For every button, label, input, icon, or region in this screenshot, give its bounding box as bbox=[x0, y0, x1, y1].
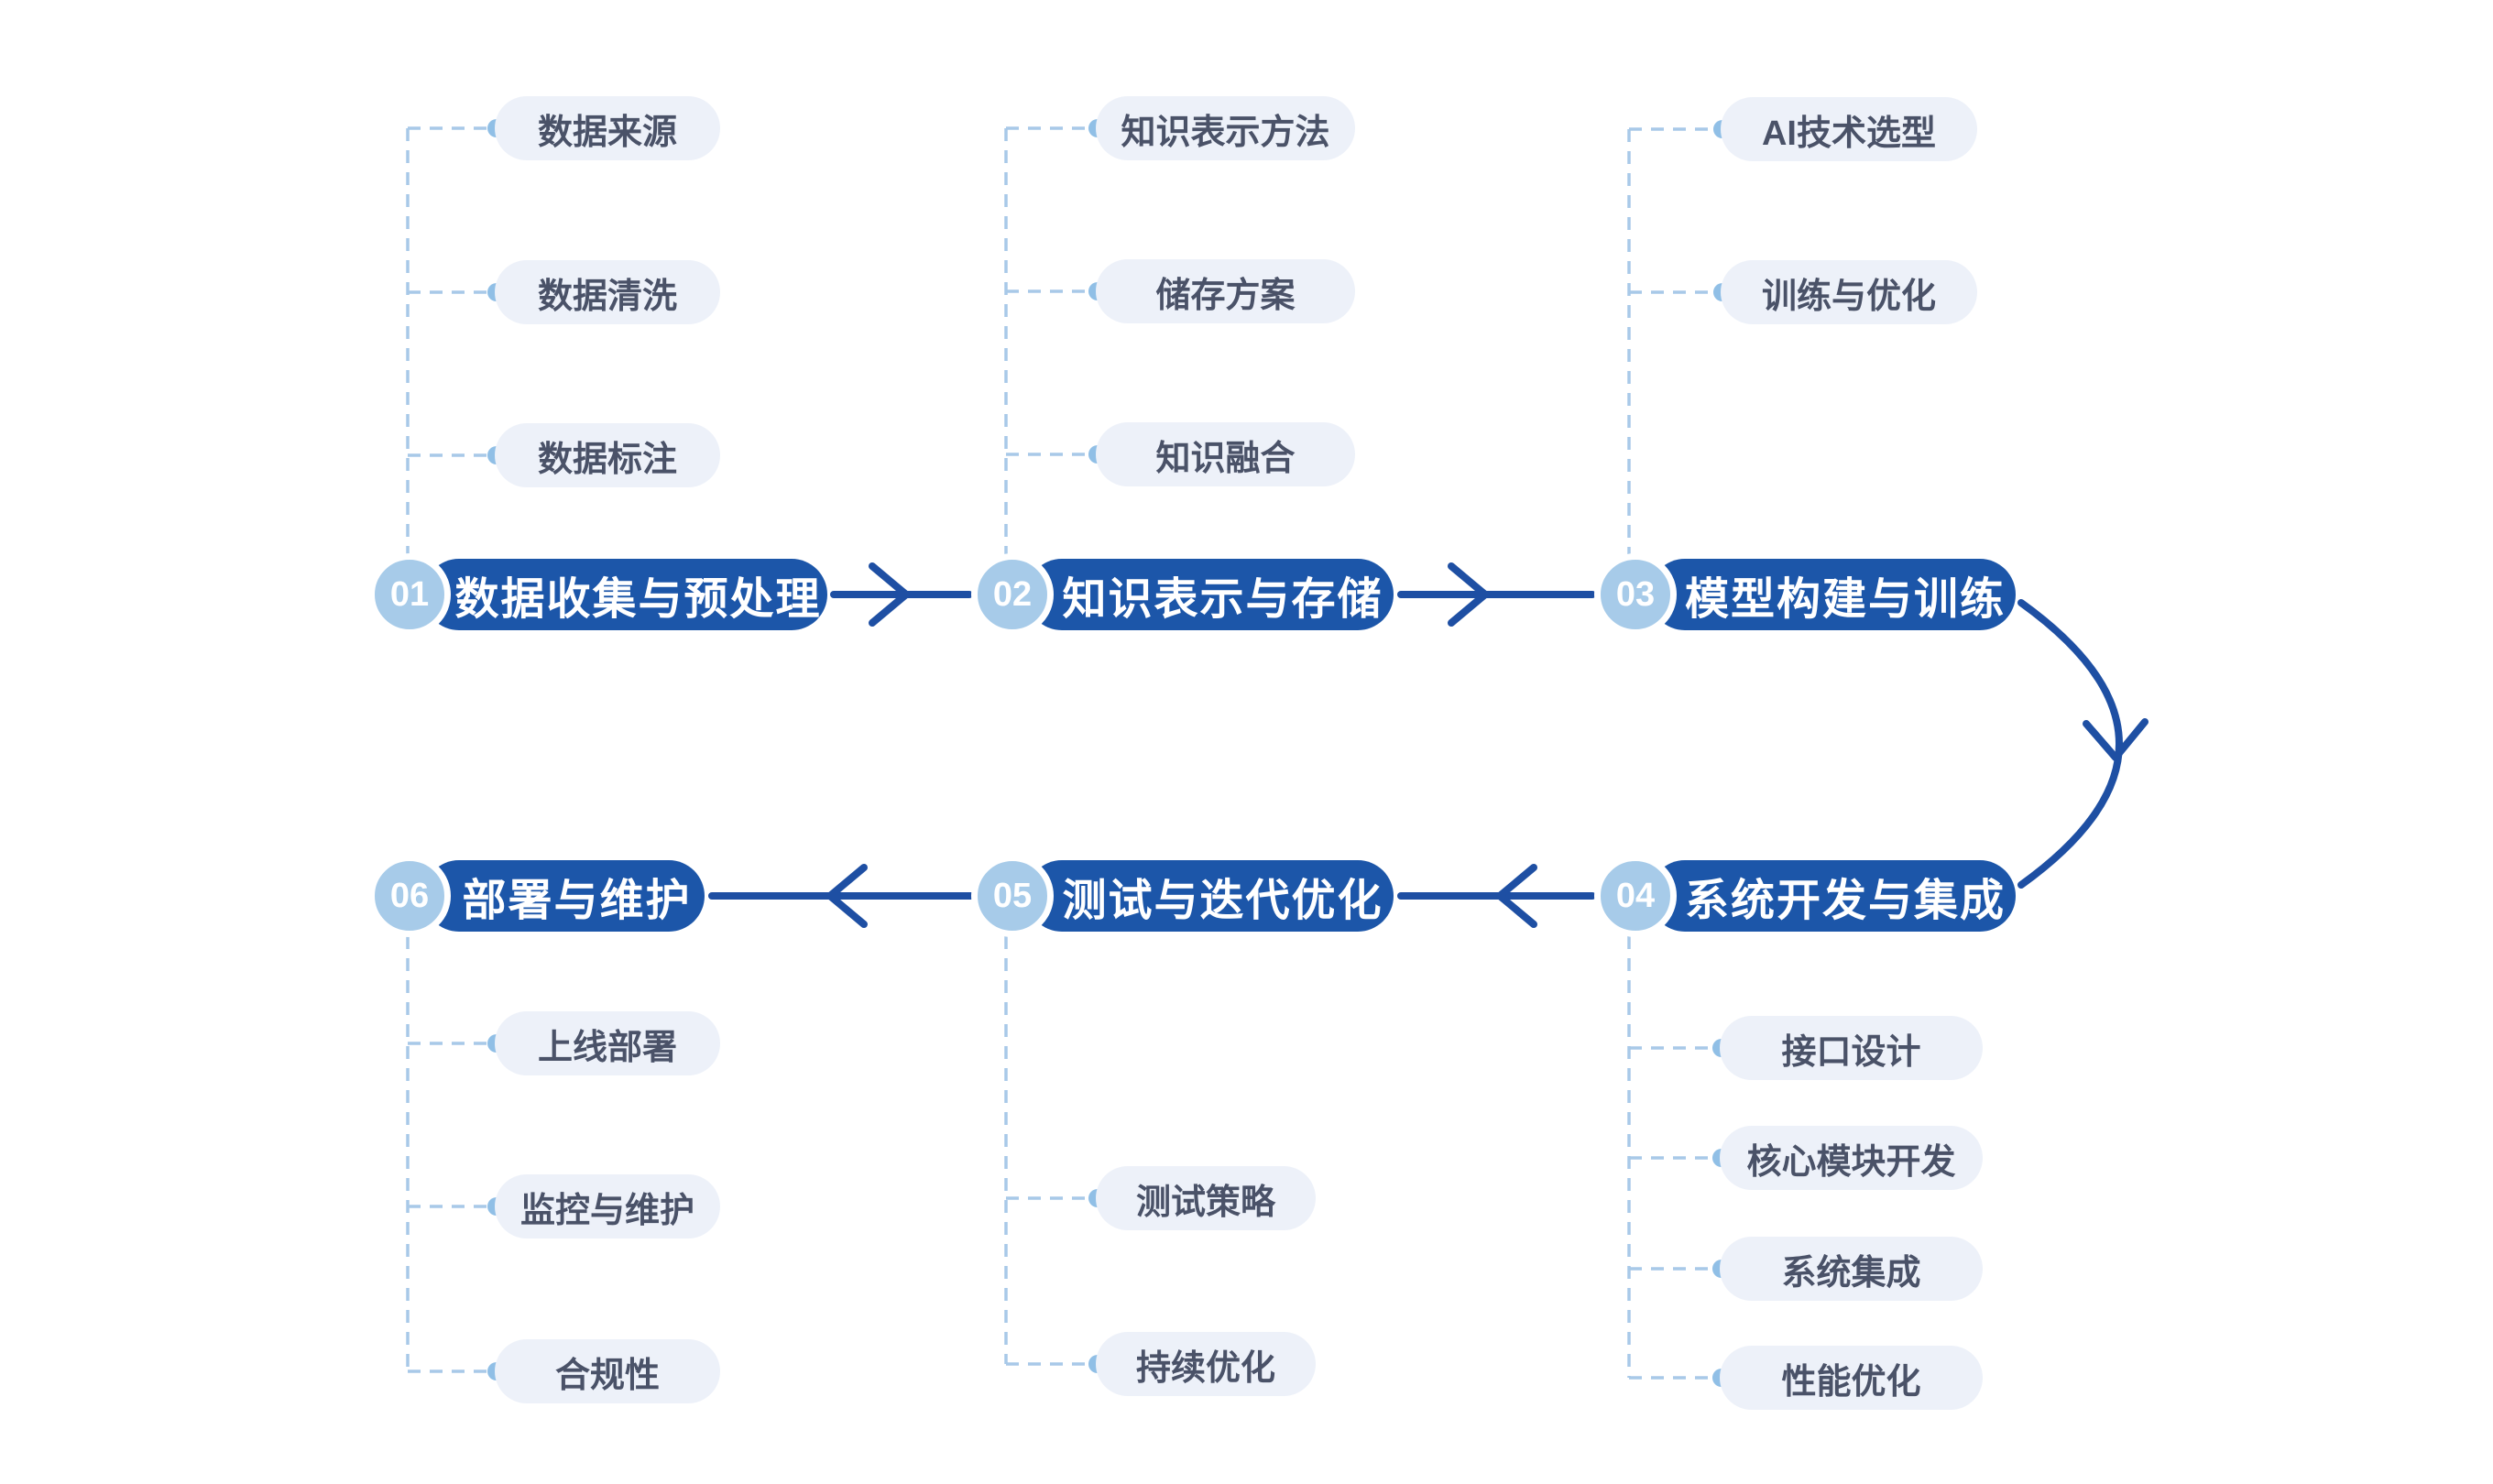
arrow-head-down-icon bbox=[2083, 718, 2149, 761]
step-number-badge-6: 06 bbox=[368, 855, 451, 937]
step-number-badge-2: 02 bbox=[971, 553, 1054, 636]
subitem-chip-step4: 核心模块开发 bbox=[1720, 1126, 1983, 1190]
connector-group-step5-bottom bbox=[1004, 936, 1107, 1373]
step-number-badge-1: 01 bbox=[368, 553, 451, 636]
subitem-chip-step1: 数据标注 bbox=[495, 423, 720, 487]
arrow-head-left-icon bbox=[1496, 864, 1537, 928]
connector-group-step1-top bbox=[406, 119, 506, 555]
step-pill-1: 数据收集与预处理 bbox=[423, 559, 827, 630]
step-number-badge-4: 04 bbox=[1594, 855, 1677, 937]
arrow-head-right-icon bbox=[869, 562, 910, 627]
subitem-chip-step4: 系统集成 bbox=[1720, 1237, 1983, 1301]
flow-arrows bbox=[708, 562, 2149, 928]
connector-group-step2-top bbox=[1004, 119, 1107, 555]
subitem-chip-step6: 合规性 bbox=[495, 1339, 720, 1403]
subitem-chip-step3: 训练与优化 bbox=[1721, 260, 1977, 324]
step-number-badge-3: 03 bbox=[1594, 553, 1677, 636]
connector-group-step4-bottom bbox=[1627, 936, 1731, 1387]
connector-group-step6-bottom bbox=[406, 936, 506, 1380]
subitem-chip-step2: 储存方案 bbox=[1096, 259, 1355, 323]
arrow-head-right-icon bbox=[1448, 562, 1489, 627]
arrow-arc-step3-to-step4 bbox=[2017, 599, 2123, 889]
subitem-chip-step3: AI技术选型 bbox=[1721, 97, 1977, 161]
arrow-head-left-icon bbox=[826, 864, 868, 928]
connector-group-step3-top bbox=[1627, 120, 1732, 555]
subitem-chip-step1: 数据清洗 bbox=[495, 260, 720, 324]
step-pill-2: 知识表示与存储 bbox=[1026, 559, 1394, 630]
subitem-chip-step6: 上线部署 bbox=[495, 1011, 720, 1075]
subitem-chip-step5: 测试策略 bbox=[1096, 1166, 1316, 1230]
subitem-chip-step6: 监控与维护 bbox=[495, 1174, 720, 1238]
step-pill-5: 测试与迭代优化 bbox=[1026, 860, 1394, 932]
subitem-chip-step2: 知识融合 bbox=[1096, 422, 1355, 486]
step-pill-3: 模型构建与训练 bbox=[1649, 559, 2016, 630]
subitem-chip-step2: 知识表示方法 bbox=[1096, 96, 1355, 160]
step-pill-4: 系统开发与集成 bbox=[1649, 860, 2016, 932]
step-number-badge-5: 05 bbox=[971, 855, 1054, 937]
subitem-chip-step4: 性能优化 bbox=[1720, 1346, 1983, 1410]
step-pill-6: 部署与维护 bbox=[423, 860, 705, 932]
subitem-chip-step5: 持续优化 bbox=[1096, 1332, 1316, 1396]
subitem-chip-step1: 数据来源 bbox=[495, 96, 720, 160]
subitem-chip-step4: 接口设计 bbox=[1720, 1016, 1983, 1080]
